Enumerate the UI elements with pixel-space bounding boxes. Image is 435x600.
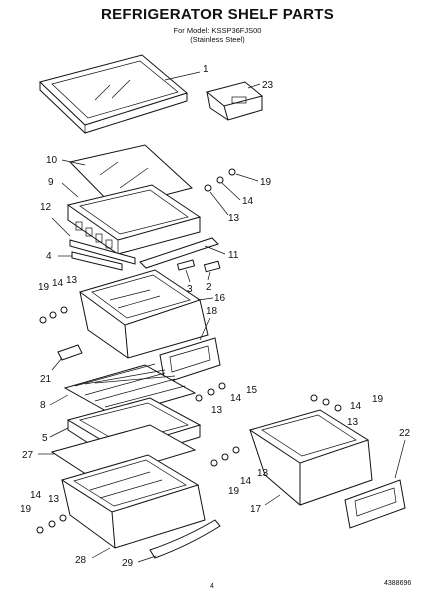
callout-16: 16 (214, 293, 226, 304)
callout-22: 22 (399, 428, 411, 439)
hardware-set-2 (39, 306, 68, 324)
hardware-set-1 (204, 168, 236, 192)
callout-3: 3 (187, 284, 193, 295)
callout-11: 11 (228, 250, 239, 261)
part-16-crisper-bin (78, 269, 209, 359)
callout-14-a: 14 (242, 196, 254, 207)
part-29-handle (149, 519, 221, 559)
part-27-cover (50, 424, 197, 481)
callout-19-e: 19 (20, 504, 32, 515)
hardware-set-4 (36, 514, 67, 534)
callout-13-b: 13 (66, 275, 78, 286)
part-11-rail (139, 237, 219, 269)
callout-14-d: 14 (240, 476, 252, 487)
callout-10: 10 (46, 155, 58, 166)
document-number: 4388696 (384, 580, 412, 587)
callout-19-c: 19 (372, 394, 384, 405)
callout-14-b: 14 (52, 278, 64, 289)
page-title: REFRIGERATOR SHELF PARTS (100, 6, 335, 23)
callout-13-a: 13 (228, 213, 240, 224)
callout-13-c: 13 (211, 405, 223, 416)
part-12-rail (69, 239, 136, 265)
part-21-clip (57, 344, 83, 361)
callout-19-a: 19 (260, 177, 272, 188)
callout-21: 21 (40, 374, 52, 385)
part-1-shelf-tray (39, 54, 189, 134)
callout-8: 8 (40, 400, 46, 411)
part-3-clip (176, 259, 196, 271)
callout-14-e: 14 (30, 490, 42, 501)
part-2-clip (203, 260, 221, 273)
callout-4: 4 (46, 251, 52, 262)
hardware-set-5 (310, 394, 342, 412)
callout-13-c2: 13 (347, 417, 359, 428)
callout-1: 1 (203, 64, 209, 75)
callout-23: 23 (262, 80, 274, 91)
hardware-set-3 (195, 382, 226, 402)
part-28-bin (60, 454, 206, 549)
callout-29: 29 (122, 558, 134, 569)
callout-5: 5 (42, 433, 48, 444)
part-17-crisper-bin (248, 409, 373, 506)
callout-14-c: 14 (230, 393, 242, 404)
part-22-drawer-front (344, 479, 406, 529)
callout-14-c2: 14 (350, 401, 362, 412)
callout-27: 27 (22, 450, 34, 461)
callout-13-e: 13 (48, 494, 60, 505)
callout-9: 9 (48, 177, 54, 188)
page-number: 4 (210, 583, 214, 590)
callout-19-b: 19 (38, 282, 50, 293)
callout-12: 12 (40, 202, 52, 213)
callout-18: 18 (206, 306, 218, 317)
part-8-wire-shelf (63, 363, 197, 417)
callout-13-d: 13 (257, 468, 269, 479)
callout-19-d: 19 (228, 486, 240, 497)
callout-17: 17 (250, 504, 262, 515)
variant-line: (Stainless Steel) (190, 35, 245, 44)
hardware-set-6 (210, 446, 240, 467)
callout-15: 15 (246, 385, 258, 396)
callout-2: 2 (206, 282, 212, 293)
callout-28: 28 (75, 555, 87, 566)
part-23-small-bin (205, 81, 264, 121)
model-line: For Model: KSSP36FJS00 (173, 26, 262, 35)
part-9-shelf-frame (66, 184, 202, 255)
